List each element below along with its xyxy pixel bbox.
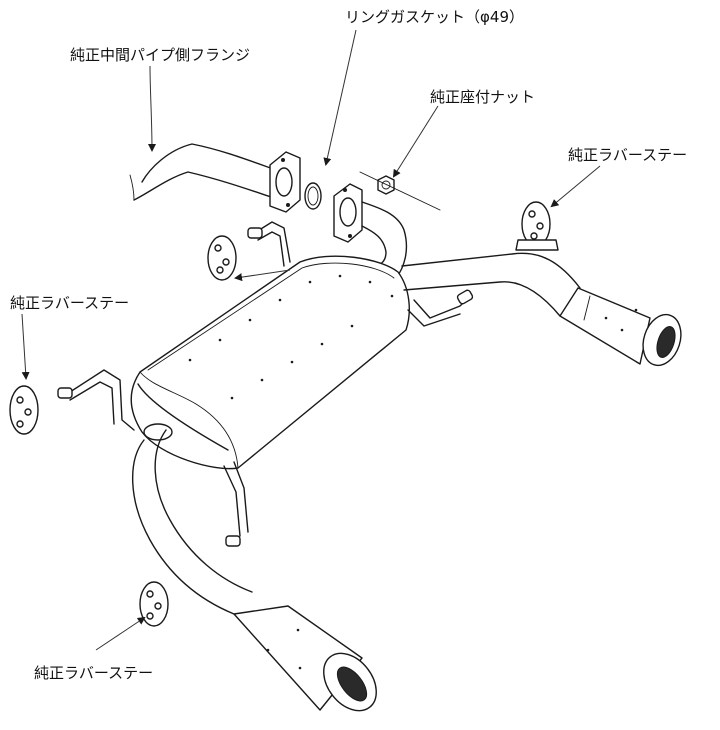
label-ring-gasket: リングガスケット（φ49） xyxy=(345,8,524,26)
bottom-hanger-rod xyxy=(223,461,249,547)
leader-lines xyxy=(21,29,601,651)
label-oem-rubber-stay-right: 純正ラバーステー xyxy=(568,146,688,164)
oem-flange xyxy=(269,151,301,213)
top-hanger-rod xyxy=(247,221,291,267)
rubber-stay-right xyxy=(515,201,559,251)
label-oem-rubber-stay-left: 純正ラバーステー xyxy=(10,294,130,312)
rubber-stay-top xyxy=(207,235,237,281)
left-hanger-rod xyxy=(57,369,135,431)
rear-muffler xyxy=(130,255,410,470)
muffler-inlet-flange xyxy=(333,183,363,243)
ring-gasket xyxy=(304,182,322,210)
right-tail-pipe xyxy=(401,252,682,367)
rubber-stay-bottom xyxy=(139,581,169,627)
rubber-stay-left xyxy=(9,385,39,435)
seat-nut xyxy=(359,171,441,211)
right-hanger-rod xyxy=(407,289,474,327)
label-oem-mid-pipe-flange: 純正中間パイプ側フランジ xyxy=(70,46,251,64)
left-tail-pipe xyxy=(131,423,377,712)
oem-mid-pipe xyxy=(129,143,277,201)
label-oem-rubber-stay-bottom: 純正ラバーステー xyxy=(34,664,154,682)
label-oem-seat-nut: 純正座付ナット xyxy=(430,88,536,106)
